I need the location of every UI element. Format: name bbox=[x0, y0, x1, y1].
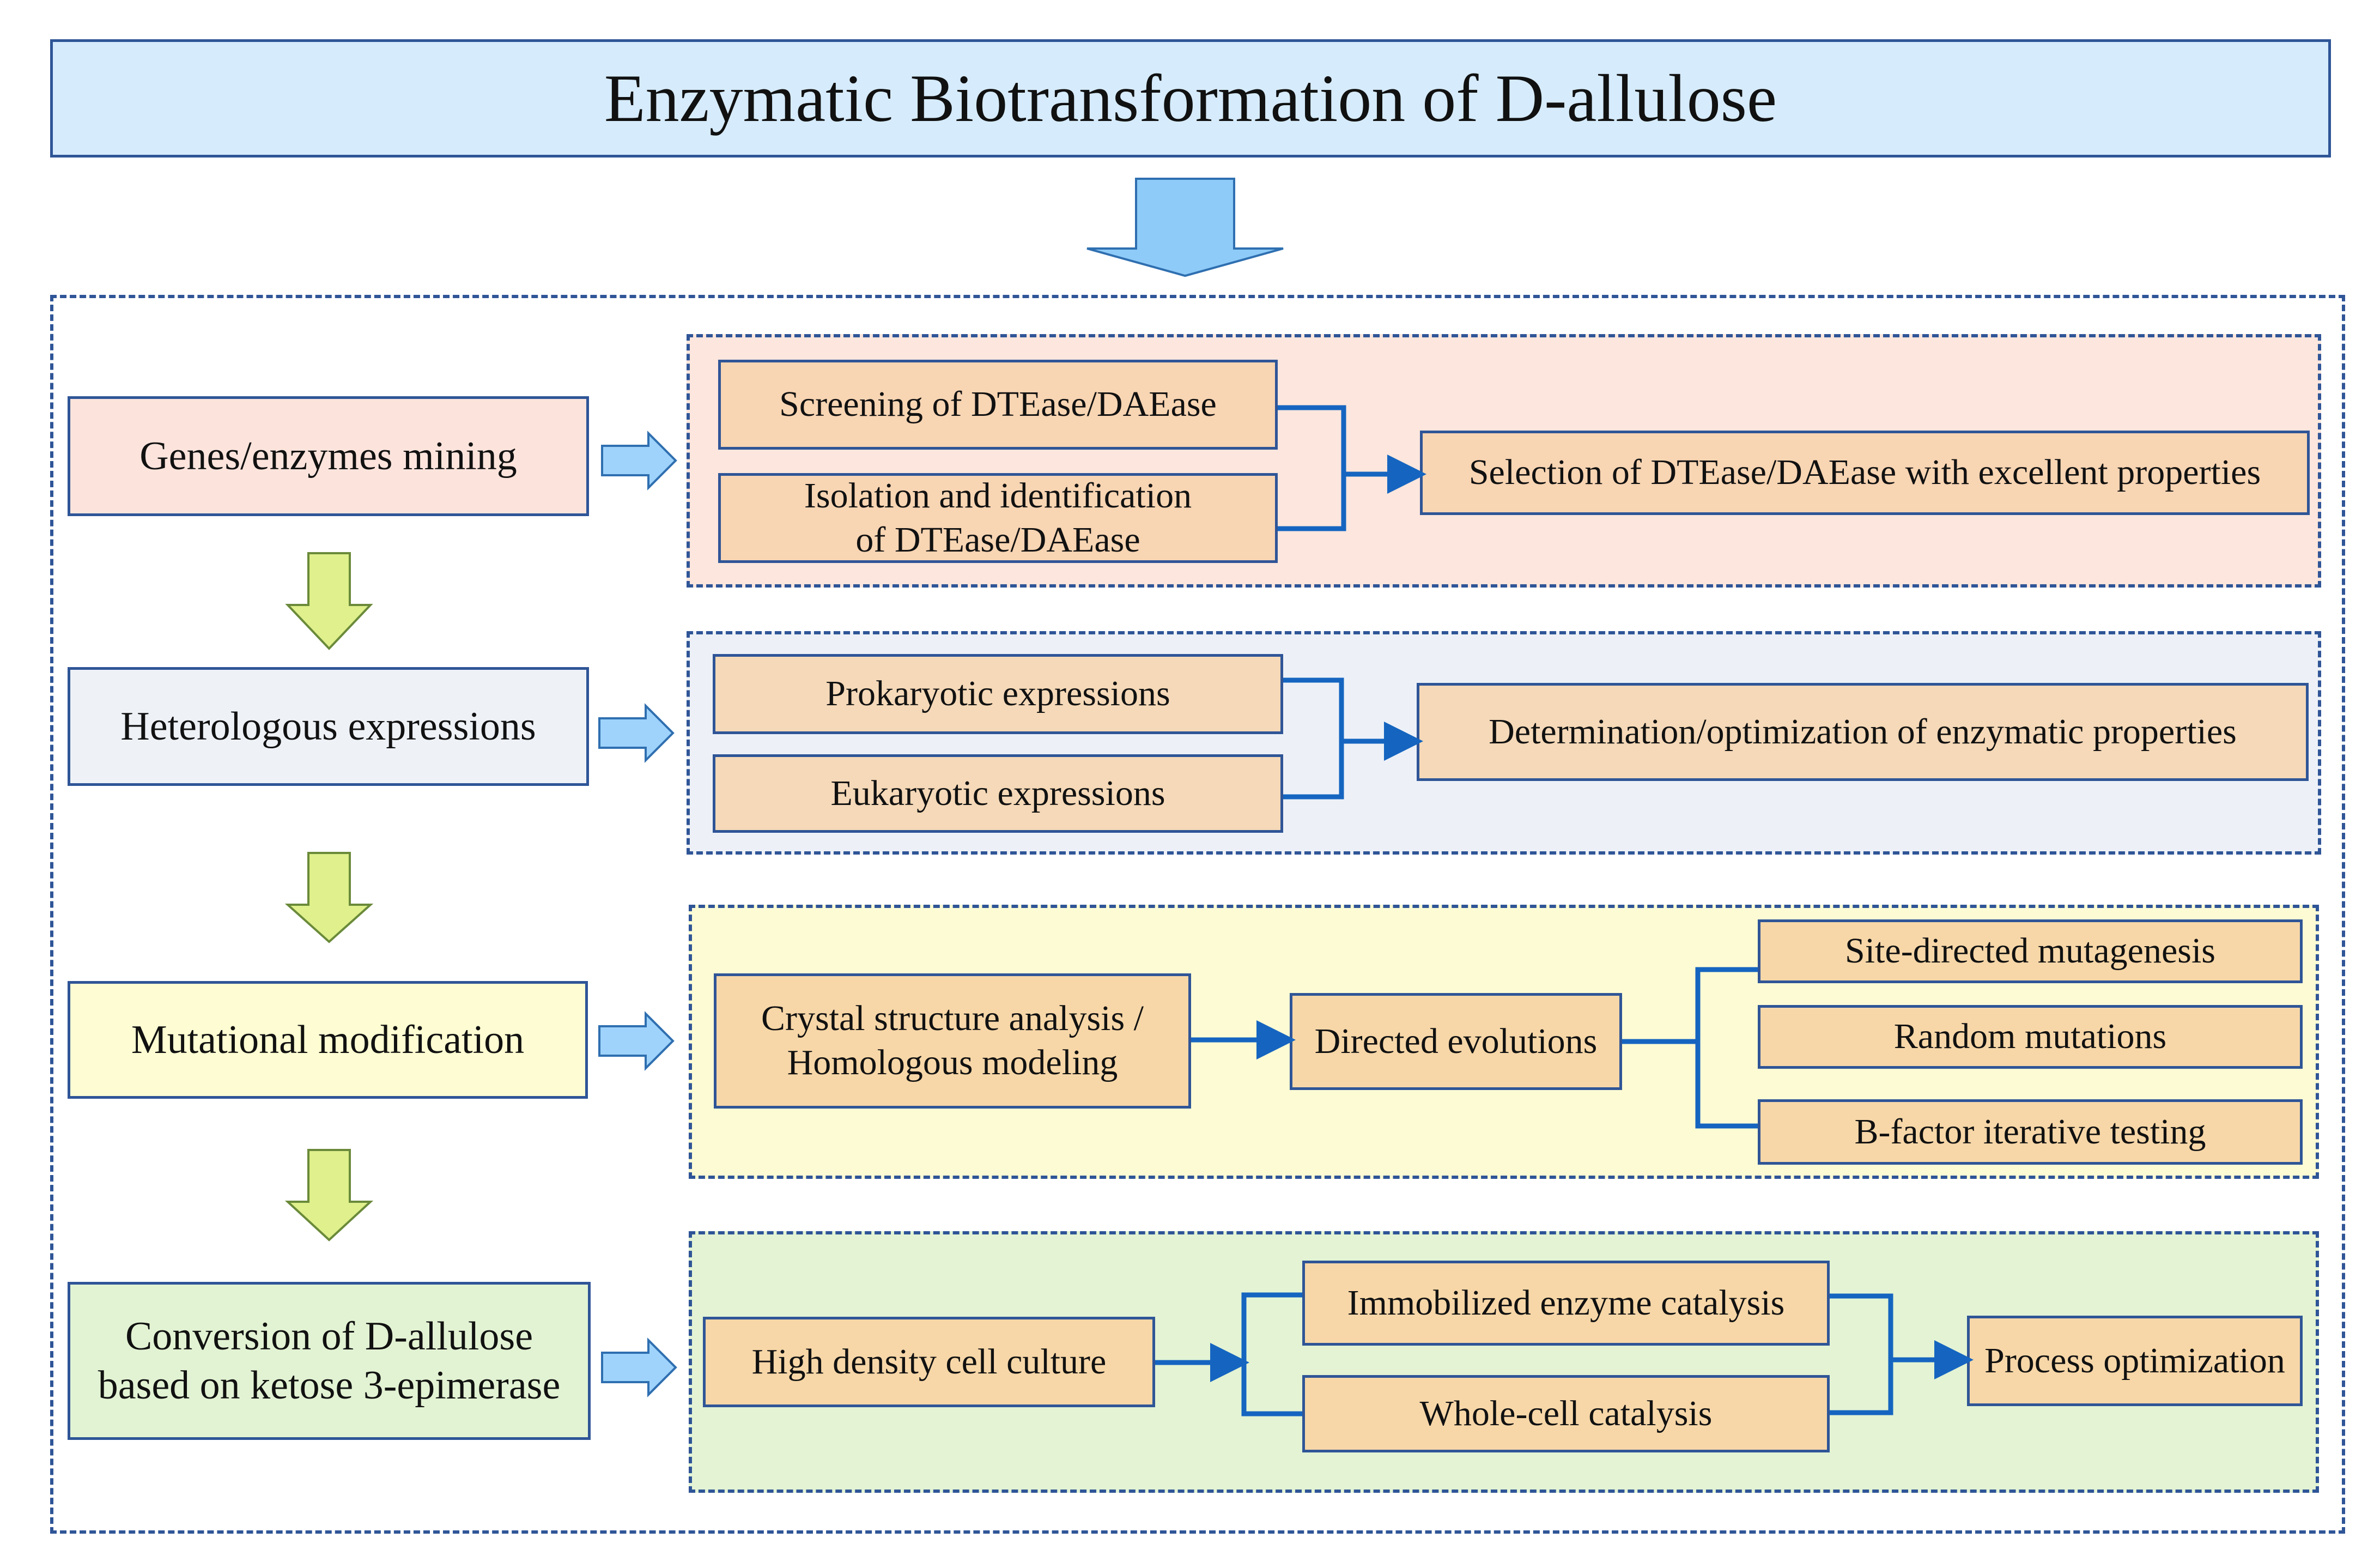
step-genes-mining: Genes/enzymes mining bbox=[68, 396, 589, 516]
node-label: Whole-cell catalysis bbox=[1419, 1393, 1713, 1433]
node-random-mutations: Random mutations bbox=[1758, 1005, 2303, 1069]
node-label: Process optimization bbox=[1984, 1340, 2285, 1381]
node-label: High density cell culture bbox=[751, 1341, 1107, 1382]
node-whole-cell: Whole-cell catalysis bbox=[1302, 1375, 1830, 1452]
node-label: B-factor iterative testing bbox=[1854, 1111, 2206, 1152]
outer-container bbox=[50, 295, 2345, 1534]
step-label: Genes/enzymes mining bbox=[139, 433, 517, 479]
node-label: Prokaryotic expressions bbox=[825, 674, 1170, 714]
panel1-connectors bbox=[1278, 405, 1426, 531]
node-crystal-structure: Crystal structure analysis / Homologous … bbox=[714, 973, 1191, 1109]
step-label: Mutational modification bbox=[131, 1017, 525, 1062]
node-selection: Selection of DTEase/DAEase with excellen… bbox=[1420, 431, 2310, 515]
node-screening: Screening of DTEase/DAEase bbox=[718, 360, 1278, 450]
node-directed-evolutions: Directed evolutions bbox=[1290, 993, 1622, 1090]
node-label: Selection of DTEase/DAEase with excellen… bbox=[1468, 452, 2261, 493]
node-prokaryotic: Prokaryotic expressions bbox=[713, 654, 1283, 734]
step-conversion: Conversion of D-allulose based on ketose… bbox=[68, 1282, 591, 1440]
step-mutational: Mutational modification bbox=[68, 981, 588, 1099]
node-site-directed: Site-directed mutagenesis bbox=[1758, 919, 2303, 983]
node-label: Directed evolutions bbox=[1314, 1021, 1598, 1061]
down-arrow-3 bbox=[284, 1149, 374, 1242]
panel2-connectors bbox=[1283, 677, 1423, 800]
node-eukaryotic: Eukaryotic expressions bbox=[713, 754, 1283, 833]
panel3-connectors bbox=[1191, 967, 1758, 1129]
node-label: Eukaryotic expressions bbox=[830, 773, 1165, 813]
big-down-arrow bbox=[1086, 178, 1284, 277]
step-label: Conversion of D-allulose based on ketose… bbox=[98, 1313, 561, 1408]
right-arrow-4 bbox=[601, 1337, 677, 1397]
right-arrow-2 bbox=[598, 703, 675, 763]
node-isolation: Isolation and identification of DTEase/D… bbox=[718, 473, 1278, 563]
step-heterologous: Heterologous expressions bbox=[68, 667, 589, 786]
node-process-optimization: Process optimization bbox=[1967, 1316, 2303, 1406]
node-label: Immobilized enzyme catalysis bbox=[1347, 1282, 1785, 1323]
step-label: Heterologous expressions bbox=[120, 704, 536, 749]
node-b-factor: B-factor iterative testing bbox=[1758, 1099, 2303, 1165]
right-arrow-3 bbox=[598, 1011, 675, 1071]
node-determination: Determination/optimization of enzymatic … bbox=[1417, 683, 2309, 781]
down-arrow-2 bbox=[284, 852, 374, 943]
node-immobilized: Immobilized enzyme catalysis bbox=[1302, 1261, 1830, 1346]
page-title: Enzymatic Biotransformation of D-allulos… bbox=[50, 39, 2331, 158]
title-text: Enzymatic Biotransformation of D-allulos… bbox=[604, 60, 1777, 136]
node-label: Random mutations bbox=[1893, 1016, 2167, 1057]
node-label: Determination/optimization of enzymatic … bbox=[1489, 711, 2237, 752]
node-label: Screening of DTEase/DAEase bbox=[779, 384, 1217, 425]
down-arrow-1 bbox=[285, 552, 373, 650]
node-label: Site-directed mutagenesis bbox=[1845, 931, 2215, 971]
panel4-connectors bbox=[1155, 1292, 1974, 1416]
node-label: Crystal structure analysis / Homologous … bbox=[761, 998, 1144, 1082]
node-label: Isolation and identification of DTEase/D… bbox=[804, 475, 1192, 560]
right-arrow-1 bbox=[601, 431, 677, 491]
node-high-density: High density cell culture bbox=[703, 1317, 1155, 1407]
